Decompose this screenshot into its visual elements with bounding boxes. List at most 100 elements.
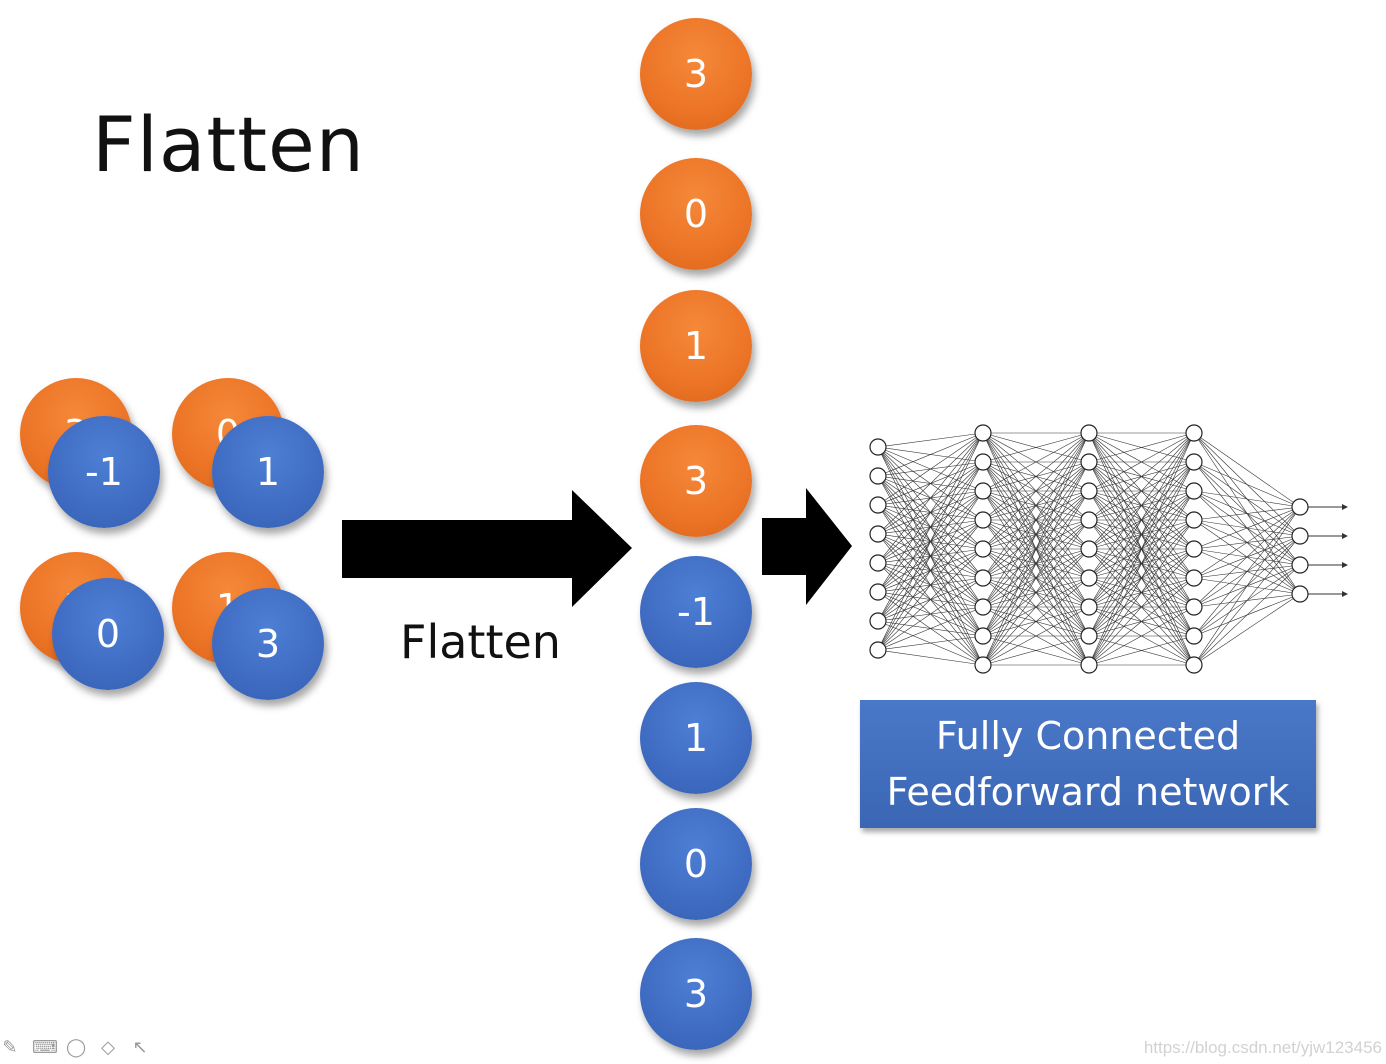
network-node: [869, 554, 887, 572]
network-edge: [877, 432, 984, 564]
network-node: [974, 511, 992, 529]
network-edge: [982, 548, 1090, 666]
network-edge: [982, 635, 1090, 666]
network-edge: [1088, 432, 1195, 666]
network-node: [869, 438, 887, 456]
network-edge: [982, 432, 1090, 608]
network-edge: [1193, 506, 1301, 521]
network-node: [1185, 424, 1203, 442]
flat-node-5: -1: [640, 556, 752, 668]
eraser-icon[interactable]: ◇: [101, 1036, 115, 1058]
flat-node-1: 3: [640, 18, 752, 130]
network-edge: [1193, 506, 1301, 579]
output-arrowhead: [1342, 504, 1348, 510]
feature-front-4: 3: [212, 588, 324, 700]
network-edge: [1088, 635, 1195, 666]
network-edge: [877, 432, 984, 506]
network-node: [974, 482, 992, 500]
network-edge: [1088, 432, 1195, 521]
network-edge: [1088, 432, 1195, 608]
network-edge: [982, 490, 1090, 666]
flatten-arrow: [342, 490, 632, 607]
ellipse-icon[interactable]: ◯: [65, 1036, 87, 1058]
flat-node-3: 1: [640, 290, 752, 402]
network-edge: [877, 432, 984, 535]
network-node: [1185, 482, 1203, 500]
network-node: [974, 424, 992, 442]
feature-front-1: -1: [48, 416, 160, 528]
network-edge: [877, 577, 984, 651]
network-edge: [877, 649, 984, 666]
network-node: [1185, 598, 1203, 616]
network-edge: [1088, 432, 1195, 579]
network-edge: [877, 432, 984, 651]
network-edge: [982, 432, 1090, 666]
output-arrowhead: [1342, 533, 1348, 539]
network-edge: [877, 432, 984, 622]
network-edge: [982, 461, 1090, 666]
network-node: [869, 612, 887, 630]
network-edge: [1088, 432, 1195, 550]
network-node: [869, 467, 887, 485]
network-node: [1080, 598, 1098, 616]
output-arrowhead: [1342, 591, 1348, 597]
network-node: [974, 656, 992, 674]
network-edge: [877, 432, 984, 477]
fc-network-label-box: Fully Connected Feedforward network: [860, 700, 1316, 828]
network-edge: [982, 432, 1090, 637]
network-node: [1185, 569, 1203, 587]
keyboard-icon[interactable]: ⌨: [31, 1036, 58, 1058]
watermark: https://blog.csdn.net/yjw123456: [1143, 1038, 1382, 1057]
network-node: [1080, 656, 1098, 674]
pen-icon[interactable]: ✎: [2, 1036, 18, 1058]
network-node: [1080, 482, 1098, 500]
network-edge: [982, 432, 1090, 521]
network-edge: [1193, 506, 1301, 666]
network-edge: [982, 577, 1090, 666]
fc-label-line1: Fully Connected: [935, 714, 1241, 758]
network-node: [1080, 424, 1098, 442]
network-edge: [982, 606, 1090, 666]
network-node: [1080, 511, 1098, 529]
network-edge: [1193, 564, 1301, 666]
network-edge: [982, 519, 1090, 666]
network-edge: [1088, 461, 1195, 666]
network-edge: [1193, 506, 1301, 608]
network-edge: [1088, 577, 1195, 666]
pointer-icon[interactable]: ↖: [132, 1036, 148, 1058]
network-edge: [1193, 506, 1301, 550]
network-node: [1291, 527, 1309, 545]
network-edge: [1193, 535, 1301, 666]
network-node: [974, 627, 992, 645]
network-edge: [877, 519, 984, 651]
network-node: [1080, 569, 1098, 587]
output-arrowhead: [1342, 562, 1348, 568]
network-edge: [1193, 593, 1301, 666]
network-edge: [982, 432, 1090, 550]
network-arrow: [762, 488, 852, 605]
network-node: [869, 496, 887, 514]
network-node: [869, 641, 887, 659]
network-node: [1185, 656, 1203, 674]
network-node: [1185, 540, 1203, 558]
flatten-arrow-label: Flatten: [400, 615, 561, 669]
network-edge: [1088, 432, 1195, 463]
network-edge: [1088, 519, 1195, 666]
network-edge: [877, 606, 984, 651]
network-edge: [877, 432, 984, 448]
network-node: [974, 540, 992, 558]
network-edge: [877, 548, 984, 651]
network-node: [1185, 511, 1203, 529]
flat-node-2: 0: [640, 158, 752, 270]
network-node: [1291, 498, 1309, 516]
network-node: [974, 453, 992, 471]
presenter-toolbar: ✎ ⌨ ◯ ◇ ↖: [0, 1034, 150, 1060]
slide-title: Flatten: [92, 100, 365, 189]
flat-node-8: 3: [640, 938, 752, 1050]
network-edge: [1193, 461, 1301, 508]
network-node: [1291, 585, 1309, 603]
network-edge: [1193, 506, 1301, 637]
flat-node-7: 0: [640, 808, 752, 920]
network-edge: [1088, 490, 1195, 666]
